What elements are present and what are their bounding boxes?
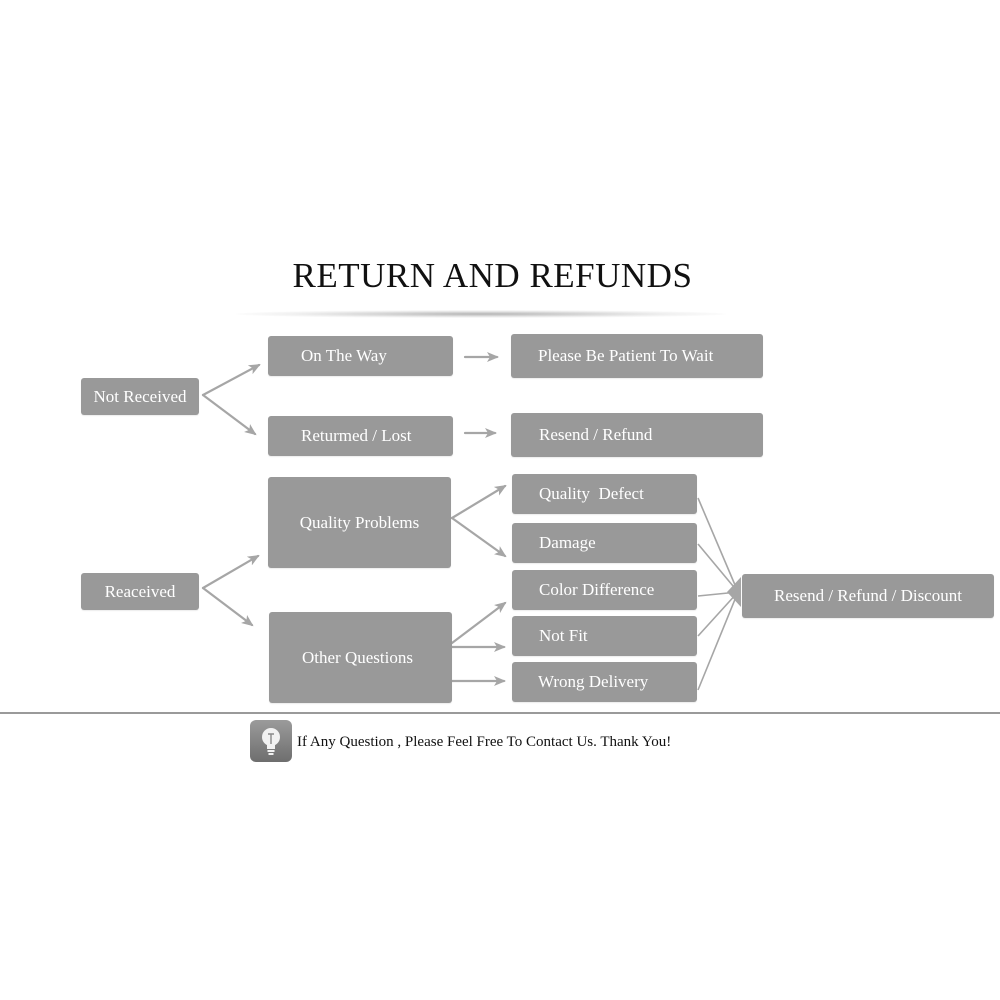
node-other-questions: Other Questions xyxy=(269,612,452,703)
converge-wrong xyxy=(697,591,739,691)
converge-arrowhead xyxy=(727,577,741,607)
arrow-received-to-quality-problems xyxy=(201,554,260,590)
node-label: Not Fit xyxy=(539,626,588,645)
node-label: Reaceived xyxy=(104,581,176,601)
node-damage: Damage xyxy=(512,523,697,563)
node-wrong-delivery: Wrong Delivery xyxy=(512,662,697,702)
lightbulb-icon xyxy=(250,720,292,762)
arrow-quality-to-damage xyxy=(450,516,507,558)
converge-not-fit xyxy=(697,591,739,637)
node-label: Resend / Refund / Discount xyxy=(774,586,962,605)
node-label: Quality Problems xyxy=(299,512,420,532)
node-on-the-way: On The Way xyxy=(268,336,453,376)
node-resend-refund-discount: Resend / Refund / Discount xyxy=(742,574,994,618)
node-resend-refund: Resend / Refund xyxy=(511,413,763,457)
node-quality-problems: Quality Problems xyxy=(268,477,451,568)
node-color-difference: Color Difference xyxy=(512,570,697,610)
node-label: Wrong Delivery xyxy=(538,672,649,691)
node-returned-lost: Returmed / Lost xyxy=(268,416,453,456)
node-please-wait: Please Be Patient To Wait xyxy=(511,334,763,378)
arrow-other-to-color xyxy=(450,601,507,645)
arrow-not-received-to-on-the-way xyxy=(201,363,261,397)
node-received: Reaceived xyxy=(81,573,199,610)
node-label: Returmed / Lost xyxy=(301,426,412,445)
node-label: Color Difference xyxy=(539,580,655,599)
page-title: RETURN AND REFUNDS xyxy=(292,256,693,295)
title-underline-shadow xyxy=(236,310,726,318)
node-label: Resend / Refund xyxy=(539,425,653,444)
converge-defect xyxy=(697,497,739,593)
footer-message: If Any Question , Please Feel Free To Co… xyxy=(297,734,672,750)
node-label: Not Received xyxy=(93,386,187,406)
converge-damage xyxy=(697,543,739,593)
node-label: Other Questions xyxy=(302,647,413,667)
arrow-received-to-other-questions xyxy=(201,586,254,627)
node-label: On The Way xyxy=(301,346,387,365)
node-quality-defect: Quality Defect xyxy=(512,474,697,514)
node-label: Damage xyxy=(539,533,596,552)
node-not-fit: Not Fit xyxy=(512,616,697,656)
node-not-received: Not Received xyxy=(81,378,199,415)
arrow-not-received-to-returned-lost xyxy=(201,393,257,436)
arrow-quality-to-defect xyxy=(450,484,507,520)
node-label: Quality Defect xyxy=(539,484,644,503)
node-label: Please Be Patient To Wait xyxy=(538,346,714,365)
footer-divider xyxy=(0,712,1000,714)
